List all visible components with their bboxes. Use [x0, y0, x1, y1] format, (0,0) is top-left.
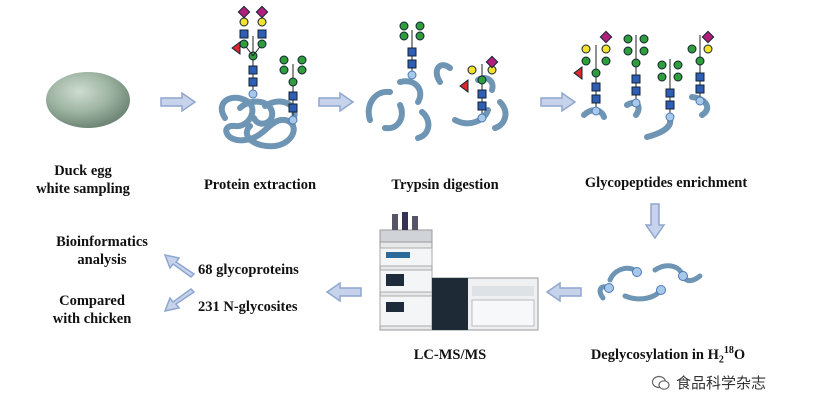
compared-label: Compared with chicken	[52, 293, 132, 327]
arrow-to-compared	[163, 288, 196, 313]
deglycosylated-peptides-graphic	[597, 263, 703, 302]
watermark: 食品科学杂志	[651, 372, 767, 393]
protein-extraction-label: Protein extraction	[203, 177, 317, 193]
trypsin-digestion-graphic	[365, 21, 509, 141]
lcms-instrument-image	[379, 212, 539, 331]
arrow-to-bioinformatics	[163, 253, 196, 278]
duck-egg-image	[46, 72, 130, 128]
deglyco-suffix: O	[733, 346, 746, 363]
trypsin-digestion-label: Trypsin digestion	[391, 177, 499, 193]
wechat-icon	[651, 375, 670, 390]
arrow-trypsin-to-enrichment	[540, 91, 577, 113]
bioinformatics-label: Bioinformatics analysis	[56, 234, 148, 268]
glycosites-count-label: 231 N-glycosites	[198, 299, 298, 315]
arrow-deglyco-to-lcms	[545, 281, 582, 303]
deglyco-sub: 2	[718, 354, 724, 366]
protein-glycan-graphic	[218, 5, 307, 150]
arrow-protein-to-trypsin	[318, 91, 355, 113]
deglycosylation-label: Deglycosylation in H218O	[568, 342, 768, 370]
deglyco-text: Deglycosylation in H	[590, 346, 719, 363]
lcms-label: LC-MS/MS	[413, 347, 487, 363]
glycoproteins-count-label: 68 glycoproteins	[198, 262, 299, 278]
glycopeptides-graphic	[573, 30, 715, 140]
arrow-egg-to-protein	[160, 91, 197, 113]
arrow-lcms-to-results	[325, 281, 362, 303]
duck-egg-label: Duck egg white sampling	[36, 163, 130, 197]
deglyco-sup: 18	[723, 345, 734, 356]
glycopeptides-enrichment-label: Glycopeptides enrichment	[584, 175, 748, 191]
arrow-enrichment-to-deglyco	[644, 203, 666, 240]
watermark-text: 食品科学杂志	[676, 374, 767, 392]
